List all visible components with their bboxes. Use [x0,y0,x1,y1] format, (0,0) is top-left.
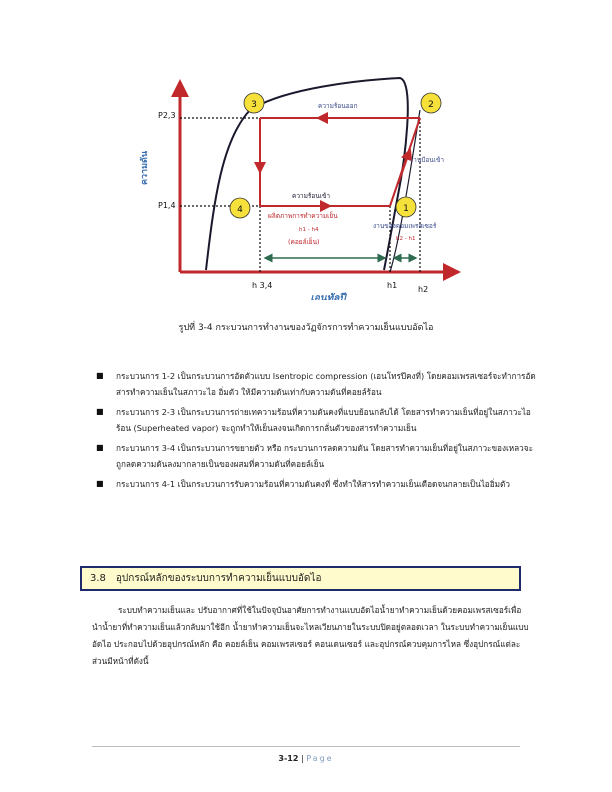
arrow-compression [397,148,413,185]
x-axis-label: เอนทัลปี [310,292,347,300]
saturation-dome [205,76,409,271]
list-item: ■ กระบวนการ 3-4 เป็นกระบวนการขยายตัว หรือ… [96,440,536,472]
p14-label: P1,4 [158,201,176,210]
process-list: ■ กระบวนการ 1-2 เป็นกระบวนการอัดตัวแบบ Is… [96,368,536,496]
ph-diagram: 3 2 4 1 ความดัน เอนทัลปี P2,3 P1,4 h 3,4… [139,76,461,300]
h1-label: h1 [387,281,397,290]
heat-out-label: ความร้อนออก [318,102,358,110]
h-diff-comp-label: h2 - h1 [396,236,415,242]
section-number: 3.8 [90,573,106,584]
list-item-text: กระบวนการ 4-1 เป็นกระบวนการรับความร้อนที… [116,479,510,489]
list-item-text: กระบวนการ 1-2 เป็นกระบวนการอัดตัวแบบ Ise… [116,371,536,397]
y-axis-label: ความดัน [139,150,150,185]
list-item-text: กระบวนการ 3-4 เป็นกระบวนการขยายตัว หรือ … [116,443,533,469]
point-marker-4 [229,197,251,219]
refrigeration-effect-label: ผลิตภาพการทำความเย็น [268,211,338,220]
point-label-3: 3 [251,100,257,110]
bullet-icon: ■ [96,443,104,452]
point-label-4: 4 [237,205,243,215]
bullet-icon: ■ [96,479,104,488]
list-item-text: กระบวนการ 2-3 เป็นกระบวนการถ่ายเทความร้อ… [116,407,531,433]
section-title: อุปกรณ์หลักของระบบการทำความเย็นแบบอัดไอ [115,573,322,584]
point-label-2: 2 [428,100,434,110]
footer-divider [92,746,520,747]
list-item: ■ กระบวนการ 2-3 เป็นกระบวนการถ่ายเทความร้… [96,404,536,436]
figure-caption: รูปที่ 3-4 กระบวนการทำงานของวัฏจักรการทำ… [178,323,434,333]
h2-label: h2 [418,285,428,294]
h34-label: h 3,4 [252,281,272,290]
page-footer: 3-12 | Page [0,754,612,763]
point-marker-3 [243,92,265,114]
compressor-work-label: งานของคอมเพรสเซอร์ [373,222,437,230]
heat-in-label: ความร้อนเข้า [292,192,330,200]
bullet-icon: ■ [96,407,104,416]
list-item: ■ กระบวนการ 1-2 เป็นกระบวนการอัดตัวแบบ Is… [96,368,536,400]
footer-separator: | [298,754,307,763]
section-heading: 3.8 อุปกรณ์หลักของระบบการทำความเย็นแบบอัด… [80,566,521,591]
point-marker-1 [395,196,417,218]
evaporator-label: (คอยล์เย็น) [288,237,320,246]
bullet-icon: ■ [96,371,104,380]
work-in-label: งานป้อนเข้า [410,156,444,164]
h-diff-evap-label: h1 - h4 [299,227,319,233]
page-word: Page [306,754,334,763]
body-paragraph: ระบบทำความเย็นและ ปรับอากาศที่ใช้ในปัจจุ… [92,605,529,666]
point-label-1: 1 [403,204,409,214]
point-marker-2 [420,92,442,114]
list-item: ■ กระบวนการ 4-1 เป็นกระบวนการรับความร้อนท… [96,476,536,492]
page-number: 3-12 [278,754,299,763]
p23-label: P2,3 [158,111,176,120]
